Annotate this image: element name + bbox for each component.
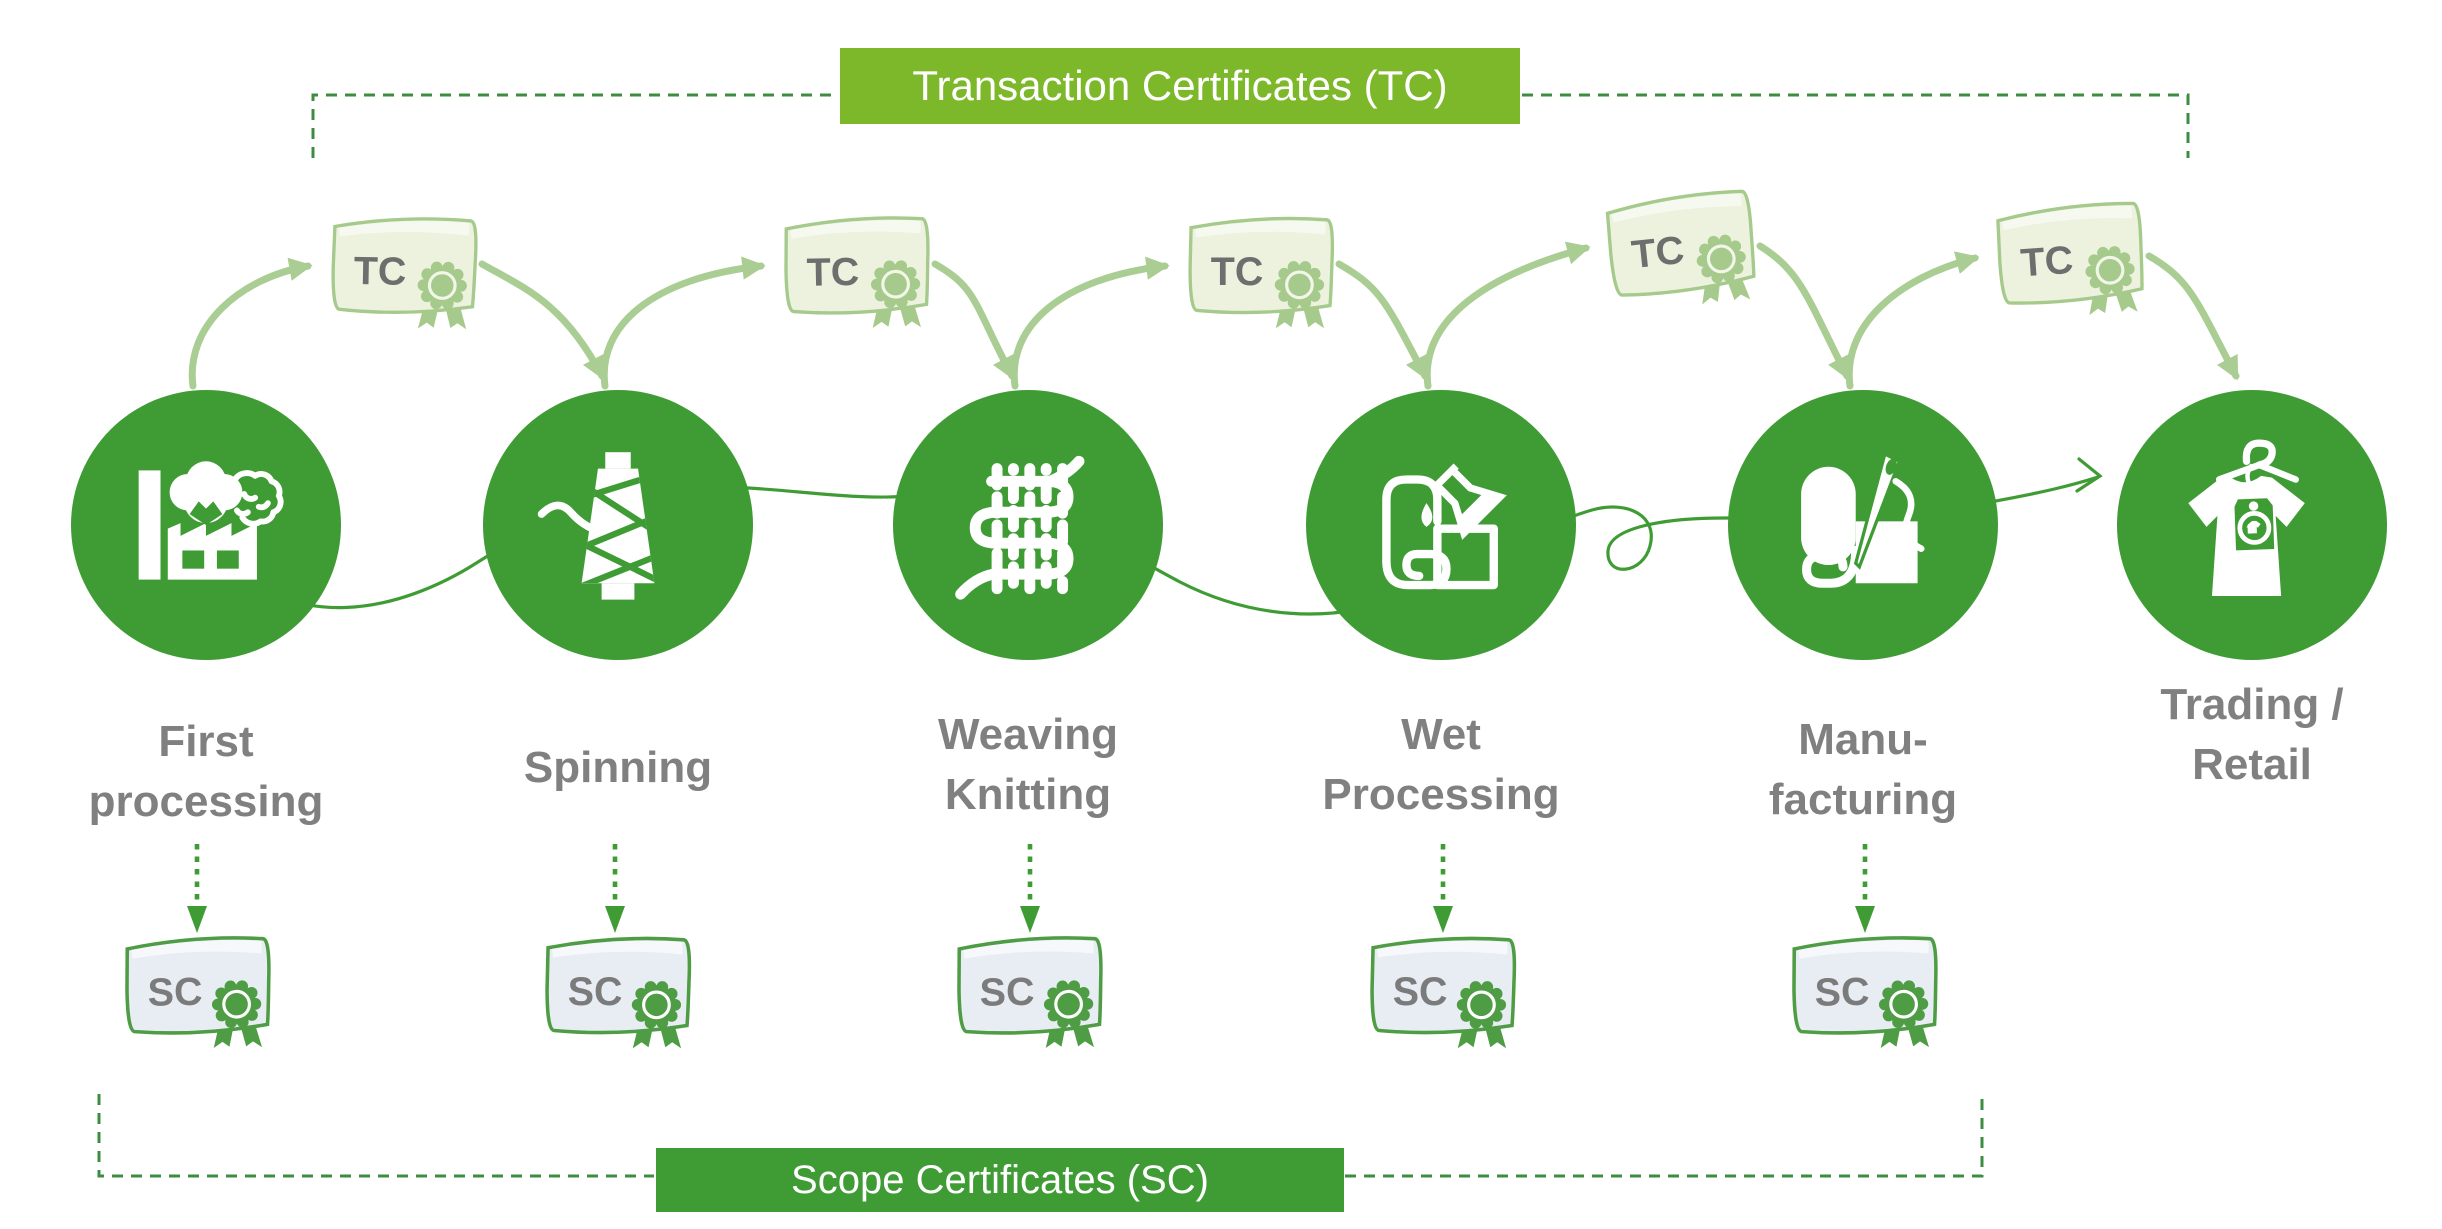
certificate-seal-icon xyxy=(2085,246,2135,295)
certificate-seal-icon xyxy=(1274,261,1325,309)
stage-circle-trading-retail xyxy=(2117,390,2387,660)
stage-label-spinning: Spinning xyxy=(523,743,713,792)
sc-certificate-4: SC xyxy=(1365,928,1523,1062)
certificate-seal-icon xyxy=(211,980,262,1029)
arrow-up-icon xyxy=(1845,251,1980,390)
tc-bracket-dashed-line xyxy=(311,93,2190,158)
certificate-sheen xyxy=(131,940,262,959)
tc-certificate-label: TC xyxy=(806,250,859,295)
stage-label-weaving-knitting: Weaving Knitting xyxy=(937,710,1119,819)
certificate-sheen xyxy=(963,940,1094,959)
thread-arrowhead-icon xyxy=(2075,457,2103,493)
sc-certificate-label: SC xyxy=(568,970,623,1014)
tc-certificate-label: TC xyxy=(1629,228,1686,277)
stage-circle-manufacturing xyxy=(1728,390,1998,660)
tc-certificate-4: TC xyxy=(1597,178,1768,328)
woven-fabric-icon xyxy=(955,455,1085,600)
fabric-roll-flask-icon xyxy=(1382,463,1507,590)
scope-certificates-banner-label: Scope Certificates (SC) xyxy=(791,1157,1209,1202)
transaction-certificates-banner: Transaction Certificates (TC) xyxy=(840,48,1520,124)
tc-certificate-3: TC xyxy=(1183,208,1341,342)
sc-certificate-5: SC xyxy=(1786,927,1946,1064)
certificate-seal-icon xyxy=(1456,981,1507,1029)
sc-certificate-2: SC xyxy=(540,928,698,1062)
sc-certificate-label: SC xyxy=(979,970,1035,1015)
sc-dotted-arrows xyxy=(187,844,1875,933)
tshirt-hanger-icon xyxy=(2188,439,2305,596)
stage-label-first-processing: First processing xyxy=(88,717,324,826)
sc-bracket-dashed-line xyxy=(97,1094,1984,1178)
scope-certificates-banner: Scope Certificates (SC) xyxy=(656,1148,1344,1212)
yarn-cone-icon xyxy=(537,452,655,600)
arrow-down-icon xyxy=(1756,242,1851,381)
tc-certificate-label: TC xyxy=(353,249,406,294)
sc-certificate-1: SC xyxy=(119,927,279,1064)
factory-cotton-icon xyxy=(138,461,284,580)
tc-certificate-label: TC xyxy=(1211,250,1264,294)
arrow-up-icon xyxy=(188,257,313,390)
arrow-up-icon xyxy=(600,256,766,390)
certificate-sheen xyxy=(790,220,921,239)
certificate-seal-icon xyxy=(417,261,467,310)
certificate-seal-icon xyxy=(631,981,682,1029)
certificate-sheen xyxy=(338,221,470,237)
tc-certificate-5: TC xyxy=(1989,191,2156,336)
tc-flow-arrows xyxy=(188,241,2240,390)
arrow-up-icon xyxy=(1010,256,1170,390)
certificate-seal-icon xyxy=(870,260,921,309)
stage-circle-spinning xyxy=(483,390,753,660)
sc-certificate-label: SC xyxy=(1393,970,1448,1014)
certificate-sheen xyxy=(1195,220,1326,238)
certificate-sheen xyxy=(552,940,683,958)
transaction-certificates-banner-label: Transaction Certificates (TC) xyxy=(912,62,1448,109)
certificate-sheen xyxy=(2001,205,2133,231)
certificate-seal-icon xyxy=(1878,980,1929,1029)
certificate-sheen xyxy=(1611,193,1742,223)
sc-certificate-label: SC xyxy=(1814,970,1870,1015)
stage-circle-wet-processing xyxy=(1306,390,1576,660)
sc-certificate-3: SC xyxy=(951,927,1111,1064)
certificate-sheen xyxy=(1377,940,1508,958)
arrow-down-icon xyxy=(478,260,606,381)
stage-circle-first-processing xyxy=(71,390,341,660)
tc-certificate-2: TC xyxy=(778,207,938,344)
stage-label-manufacturing: Manu- facturing xyxy=(1768,715,1958,824)
certificate-seal-icon xyxy=(1696,234,1746,284)
stage-label-wet-processing: Wet Processing xyxy=(1322,710,1560,819)
certificate-seal-icon xyxy=(1043,980,1094,1029)
arrow-down-icon xyxy=(931,260,1016,381)
stage-circle-weaving-knitting xyxy=(893,390,1163,660)
arrow-down-icon xyxy=(1335,260,1429,381)
fabric-roll-needle-icon xyxy=(1801,451,1925,588)
arrow-down-icon xyxy=(2145,252,2240,381)
tc-certificate-1: TC xyxy=(325,207,485,344)
arrow-up-icon xyxy=(1423,241,1591,390)
tc-certificate-label: TC xyxy=(2019,238,2074,286)
stage-label-trading-retail: Trading / Retail xyxy=(2160,680,2344,789)
sc-certificate-label: SC xyxy=(147,970,203,1015)
certificate-sheen xyxy=(1798,940,1929,959)
